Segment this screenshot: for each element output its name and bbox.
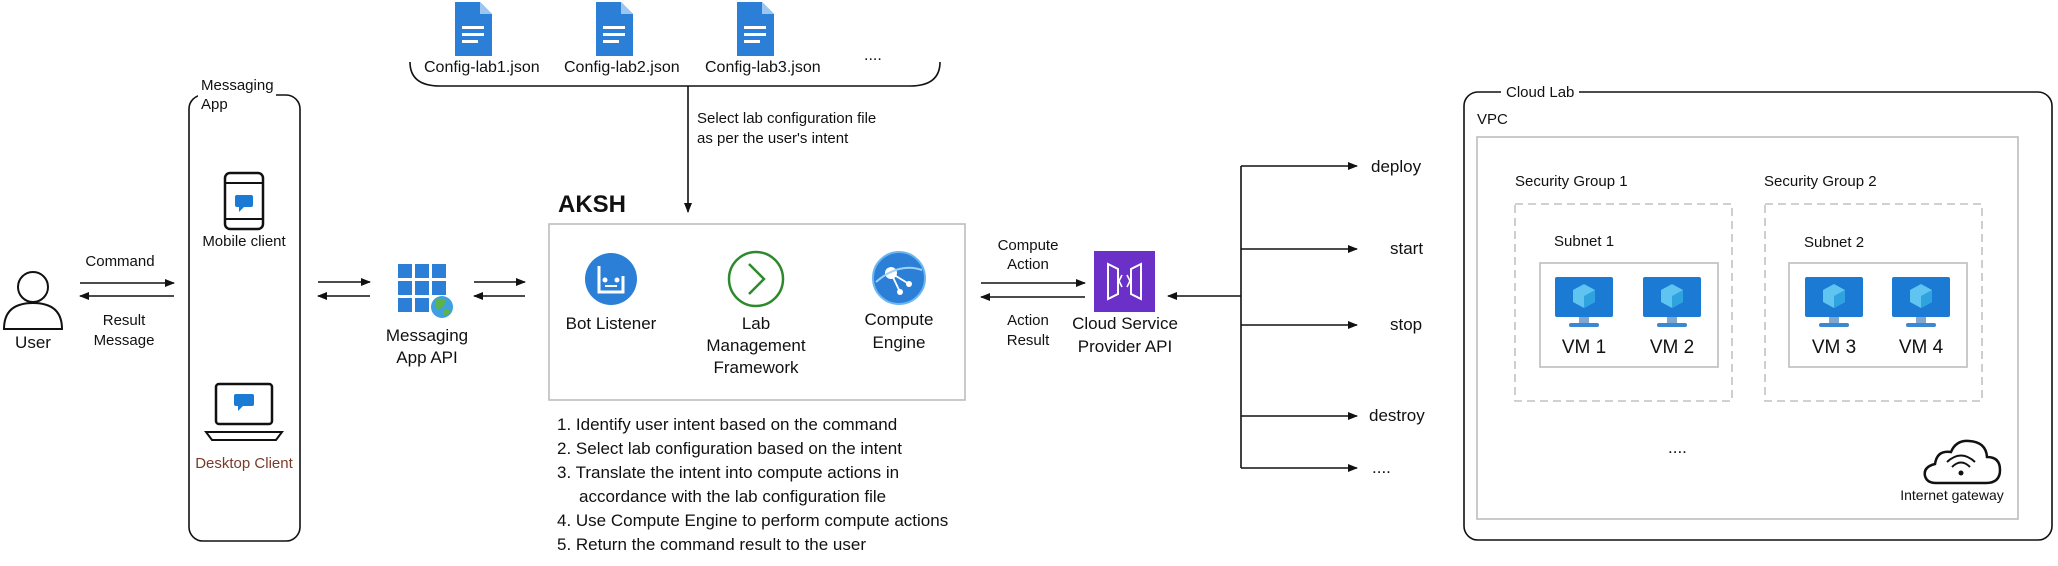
mobile-phone-icon bbox=[223, 171, 265, 231]
action-destroy: destroy bbox=[1369, 406, 1425, 425]
api-gateway-icon bbox=[1094, 251, 1155, 312]
config-file-icon-3 bbox=[737, 2, 774, 56]
vpc-label: VPC bbox=[1477, 111, 1508, 128]
subnet2-label: Subnet 2 bbox=[1804, 234, 1864, 251]
select-note-line-2: as per the user's intent bbox=[697, 130, 849, 147]
action-start: start bbox=[1390, 239, 1423, 258]
vm-icon-2 bbox=[1643, 277, 1701, 327]
result-label: Result bbox=[103, 312, 146, 329]
config-file-label-1: Config-lab1.json bbox=[424, 59, 540, 76]
compute-action-label-1: Compute bbox=[998, 237, 1059, 254]
subnet1-label: Subnet 1 bbox=[1554, 233, 1614, 250]
csp-api-label-2: Provider API bbox=[1078, 337, 1173, 356]
lab-mgmt-label-2: Management bbox=[706, 336, 806, 355]
vm1-label: VM 1 bbox=[1562, 337, 1606, 358]
compute-engine-label-2: Engine bbox=[873, 333, 926, 352]
cloud-lab-title: Cloud Lab bbox=[1506, 84, 1574, 101]
command-label: Command bbox=[85, 253, 154, 270]
step-1: 1. Identify user intent based on the com… bbox=[557, 415, 897, 434]
config-file-icon-2 bbox=[596, 2, 633, 56]
compute-engine-icon bbox=[872, 251, 926, 305]
desktop-client-label: Desktop Client bbox=[195, 455, 293, 472]
compute-engine-label-1: Compute bbox=[865, 310, 934, 329]
vm-icon-4 bbox=[1892, 277, 1950, 327]
config-file-label-3: Config-lab3.json bbox=[705, 59, 821, 76]
lab-management-icon bbox=[727, 250, 785, 308]
messaging-api-icon bbox=[398, 264, 453, 318]
step-3-cont: accordance with the lab configuration fi… bbox=[579, 487, 886, 506]
config-file-ellipsis: .... bbox=[864, 47, 882, 64]
action-result-label-2: Result bbox=[1007, 332, 1050, 349]
step-2: 2. Select lab configuration based on the… bbox=[557, 439, 902, 458]
user-label: User bbox=[15, 333, 51, 352]
message-label: Message bbox=[94, 332, 155, 349]
subnet1-box bbox=[1539, 262, 1719, 368]
messaging-api-label-1: Messaging bbox=[386, 326, 468, 345]
csp-api-label-1: Cloud Service bbox=[1072, 314, 1178, 333]
compute-action-label-2: Action bbox=[1007, 256, 1049, 273]
mobile-client-label: Mobile client bbox=[202, 233, 286, 250]
lab-mgmt-label-1: Lab bbox=[742, 314, 770, 333]
action-more: .... bbox=[1372, 458, 1391, 477]
user-icon bbox=[2, 271, 64, 330]
action-deploy: deploy bbox=[1371, 157, 1422, 176]
cloud-lab-ellipsis: .... bbox=[1668, 438, 1687, 457]
aksh-title: AKSH bbox=[558, 191, 626, 218]
vm-icon-3 bbox=[1805, 277, 1863, 327]
internet-gateway-label: Internet gateway bbox=[1900, 487, 2004, 503]
action-result-label-1: Action bbox=[1007, 312, 1049, 329]
messaging-app-box bbox=[188, 94, 301, 542]
sg2-label: Security Group 2 bbox=[1764, 173, 1877, 190]
aksh-box bbox=[548, 223, 966, 401]
select-note-line-1: Select lab configuration file bbox=[697, 110, 876, 127]
lab-mgmt-label-3: Framework bbox=[713, 358, 799, 377]
step-4: 4. Use Compute Engine to perform compute… bbox=[557, 511, 948, 530]
internet-gateway-icon bbox=[1923, 439, 2002, 485]
vm3-label: VM 3 bbox=[1812, 337, 1856, 358]
laptop-icon bbox=[204, 382, 284, 441]
config-files-bracket bbox=[409, 61, 941, 87]
bot-listener-label: Bot Listener bbox=[566, 314, 657, 333]
cloud-lab-box bbox=[1463, 91, 2053, 541]
messaging-app-title-1: Messaging bbox=[201, 77, 274, 94]
action-stop: stop bbox=[1390, 315, 1422, 334]
subnet2-box bbox=[1788, 262, 1968, 368]
sg1-label: Security Group 1 bbox=[1515, 173, 1628, 190]
vpc-box bbox=[1476, 136, 2019, 520]
step-5: 5. Return the command result to the user bbox=[557, 535, 866, 554]
vm4-label: VM 4 bbox=[1899, 337, 1944, 358]
config-file-label-2: Config-lab2.json bbox=[564, 59, 680, 76]
sg1-box bbox=[1514, 203, 1733, 402]
messaging-api-label-2: App API bbox=[396, 348, 457, 367]
vm2-label: VM 2 bbox=[1650, 337, 1694, 358]
vm-icon-1 bbox=[1555, 277, 1613, 327]
config-file-icon-1 bbox=[455, 2, 492, 56]
step-3: 3. Translate the intent into compute act… bbox=[557, 463, 899, 482]
bot-listener-icon bbox=[585, 253, 637, 305]
sg2-box bbox=[1764, 203, 1983, 402]
messaging-app-title-2: App bbox=[201, 96, 228, 113]
